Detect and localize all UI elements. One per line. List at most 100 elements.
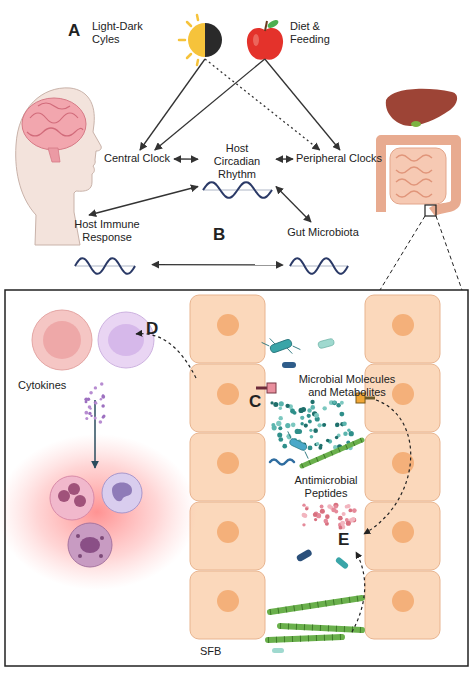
bacterium <box>262 340 270 348</box>
filament-bacterium <box>270 598 362 612</box>
metabolite-dots <box>316 442 320 446</box>
epithelial-cell <box>217 452 239 474</box>
metabolite-dots <box>278 437 283 442</box>
zoom-leader <box>380 216 462 290</box>
epithelial-cell <box>190 295 440 639</box>
metabolite-dots <box>343 432 347 436</box>
metabolite-dots <box>285 404 289 408</box>
metabolite-dots <box>299 408 304 413</box>
peptide-dots <box>320 505 324 509</box>
metabolite-dots <box>322 406 326 410</box>
effector-cell <box>78 554 82 558</box>
bacterium <box>293 344 301 352</box>
callout-letter: B <box>213 226 225 244</box>
peptide-dots <box>338 516 343 521</box>
cytokine-dots <box>84 397 88 401</box>
sun-moon-icon <box>187 54 191 58</box>
connector-arrow <box>89 187 198 216</box>
head-icon <box>38 103 70 109</box>
peptide-dots <box>302 523 305 526</box>
metabolite-dots <box>300 416 304 420</box>
intestine-icon <box>390 148 446 204</box>
annotation-label: Antimicrobial Peptides <box>290 474 362 500</box>
peptide-dots <box>333 503 338 508</box>
metabolite-dots <box>279 406 282 409</box>
peptide-dots <box>348 509 352 513</box>
cytokine-dots <box>101 404 104 407</box>
cytokine-dots <box>95 402 98 405</box>
apple-icon <box>266 18 279 29</box>
receptor <box>256 387 267 390</box>
peptide-dots <box>347 504 351 508</box>
immune-cell <box>43 321 81 359</box>
annotation-label: Microbial Molecules and Metabolites <box>292 373 402 399</box>
filament-bacterium <box>270 598 362 612</box>
peptide-dots <box>302 513 307 518</box>
epithelial-cell <box>190 502 265 570</box>
effector-cell <box>102 473 142 513</box>
bacterium <box>286 431 294 438</box>
zoom-leader <box>380 216 425 290</box>
cytokine-dots <box>101 395 105 399</box>
metabolite-dots <box>276 421 281 426</box>
peptide-dots <box>339 526 343 530</box>
sun-moon-icon <box>187 22 191 26</box>
epithelial-cell <box>392 314 414 336</box>
epithelial-cell <box>365 433 440 501</box>
rhythm-node: Host Circadian Rhythm <box>198 140 276 202</box>
immune-cell <box>108 324 144 356</box>
sun-moon-icon <box>197 15 198 20</box>
metabolite-dots <box>339 412 344 417</box>
effector-cell <box>68 483 80 495</box>
clock-label: Peripheral Clocks <box>293 150 385 168</box>
metabolite-dots <box>279 416 283 420</box>
callout-letter: C <box>249 393 261 411</box>
node-text-block: Gut Microbiota <box>283 226 363 239</box>
epithelial-cell <box>190 433 265 501</box>
metabolite-dots <box>307 408 311 412</box>
filament-bacterium <box>268 440 362 640</box>
signal-arrow <box>136 334 411 632</box>
bacterium <box>289 438 308 452</box>
connector-arrow <box>174 158 198 160</box>
epithelial-cell <box>217 590 239 612</box>
metabolite-dots <box>278 426 282 430</box>
metabolite-dots <box>332 400 337 405</box>
intestine-icon <box>381 140 456 216</box>
metabolite-dots <box>342 421 347 426</box>
metabolite-dots <box>271 423 275 427</box>
metabolite-dots <box>285 423 290 428</box>
filament-bacterium <box>302 440 362 466</box>
epithelial-cell <box>365 295 440 363</box>
inflammation-glow <box>0 434 197 590</box>
metabolite-dots <box>310 435 314 439</box>
peptide-dots <box>314 518 317 521</box>
cue-icon: Diet & Feeding <box>245 14 355 59</box>
metabolite-dots <box>322 423 326 427</box>
cytokine-dots <box>94 400 96 468</box>
sun-moon-icon <box>179 15 222 65</box>
peptide-dots <box>331 508 336 513</box>
metabolite-dots <box>309 429 312 432</box>
effector-cell <box>68 523 112 567</box>
clock-label: Central Clock <box>100 150 174 168</box>
metabolite-dots <box>314 413 319 418</box>
rhythm-node: Host Immune Response <box>62 215 152 277</box>
connector-arrow <box>155 59 265 150</box>
apple-icon <box>247 18 283 59</box>
filament-bacterium <box>302 440 362 466</box>
cytokine-dots <box>94 417 97 420</box>
bacterium <box>282 362 296 368</box>
liver-icon <box>386 89 457 127</box>
head-icon <box>27 128 83 136</box>
epithelial-cell <box>392 452 414 474</box>
connector-arrow <box>276 187 311 223</box>
metabolite-dots <box>326 439 330 443</box>
peptide-dots <box>342 512 346 516</box>
metabolite-dots <box>279 401 284 406</box>
filament-bacterium <box>268 637 342 640</box>
rhythm-node: Gut Microbiota <box>283 222 363 277</box>
peptide-dots <box>346 521 351 526</box>
